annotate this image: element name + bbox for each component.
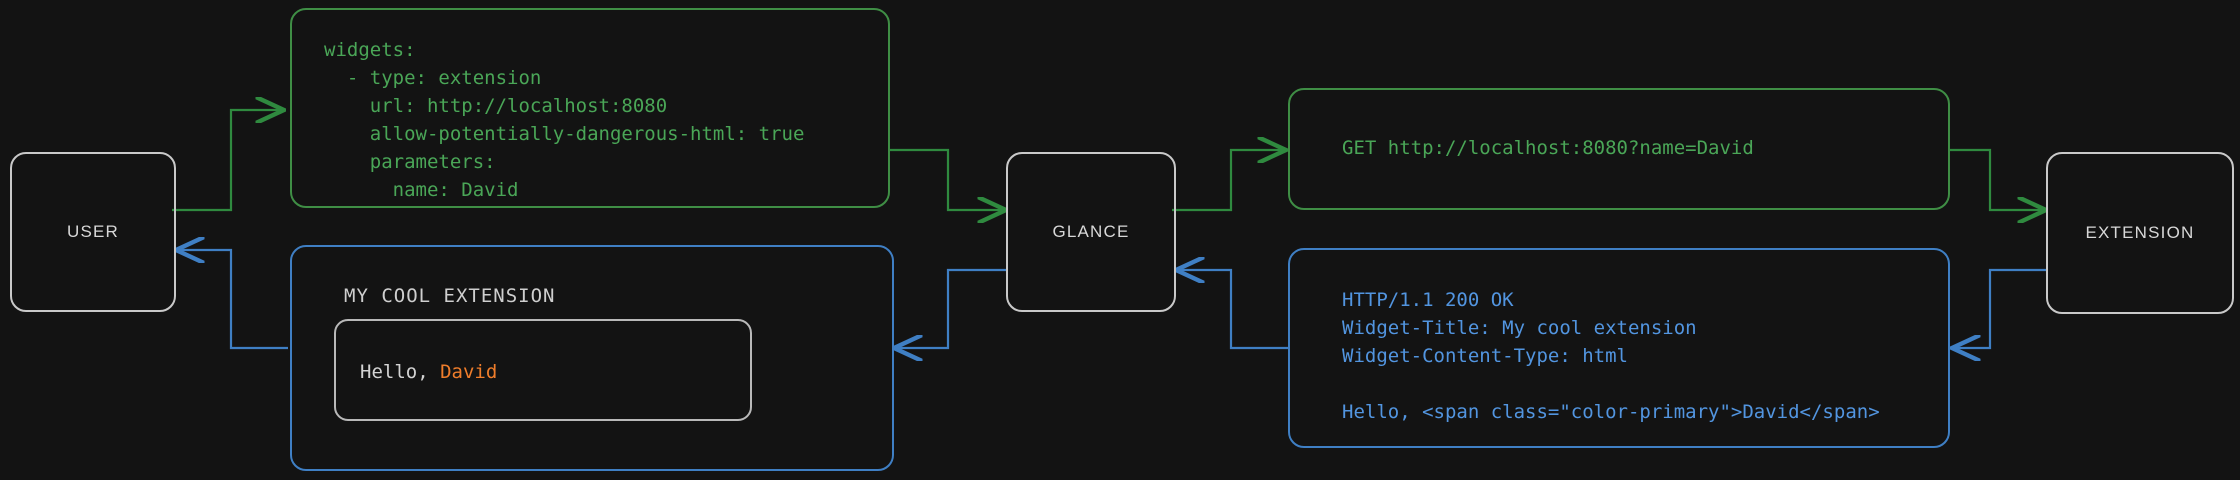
wire-response-to-glance [1176,270,1288,350]
wire-user-to-config [172,110,284,212]
widget-preview-card: Hello, David [334,319,752,421]
wire-request-to-extension [1950,148,2046,210]
http-response-text: HTTP/1.1 200 OK Widget-Title: My cool ex… [1342,289,1880,423]
greeting-prefix: Hello, [360,361,441,383]
node-user[interactable]: USER [10,152,176,312]
node-glance-label: GLANCE [1052,222,1130,241]
wire-extension-to-response [1952,268,2046,348]
wire-glance-to-request [1172,150,1286,212]
wire-widget-to-user [176,250,288,350]
http-request-box[interactable]: GET http://localhost:8080?name=David [1288,88,1950,210]
http-request-text: GET http://localhost:8080?name=David [1342,137,1754,159]
config-yaml-box[interactable]: widgets: - type: extension url: http://l… [290,8,890,208]
widget-preview-box[interactable]: MY COOL EXTENSION Hello, David [290,245,894,471]
node-user-label: USER [66,222,120,241]
wire-glance-to-widget [894,268,1006,348]
node-glance[interactable]: GLANCE [1006,152,1176,312]
http-response-box[interactable]: HTTP/1.1 200 OK Widget-Title: My cool ex… [1288,248,1950,448]
greeting-name: David [440,361,498,383]
widget-preview-title: MY COOL EXTENSION [344,285,556,307]
wire-config-to-glance [890,148,1006,210]
node-extension[interactable]: EXTENSION [2046,152,2234,314]
widget-preview-greeting: Hello, David [360,361,497,383]
config-yaml-text: widgets: - type: extension url: http://l… [324,39,805,201]
node-extension-label: EXTENSION [2085,223,2195,242]
